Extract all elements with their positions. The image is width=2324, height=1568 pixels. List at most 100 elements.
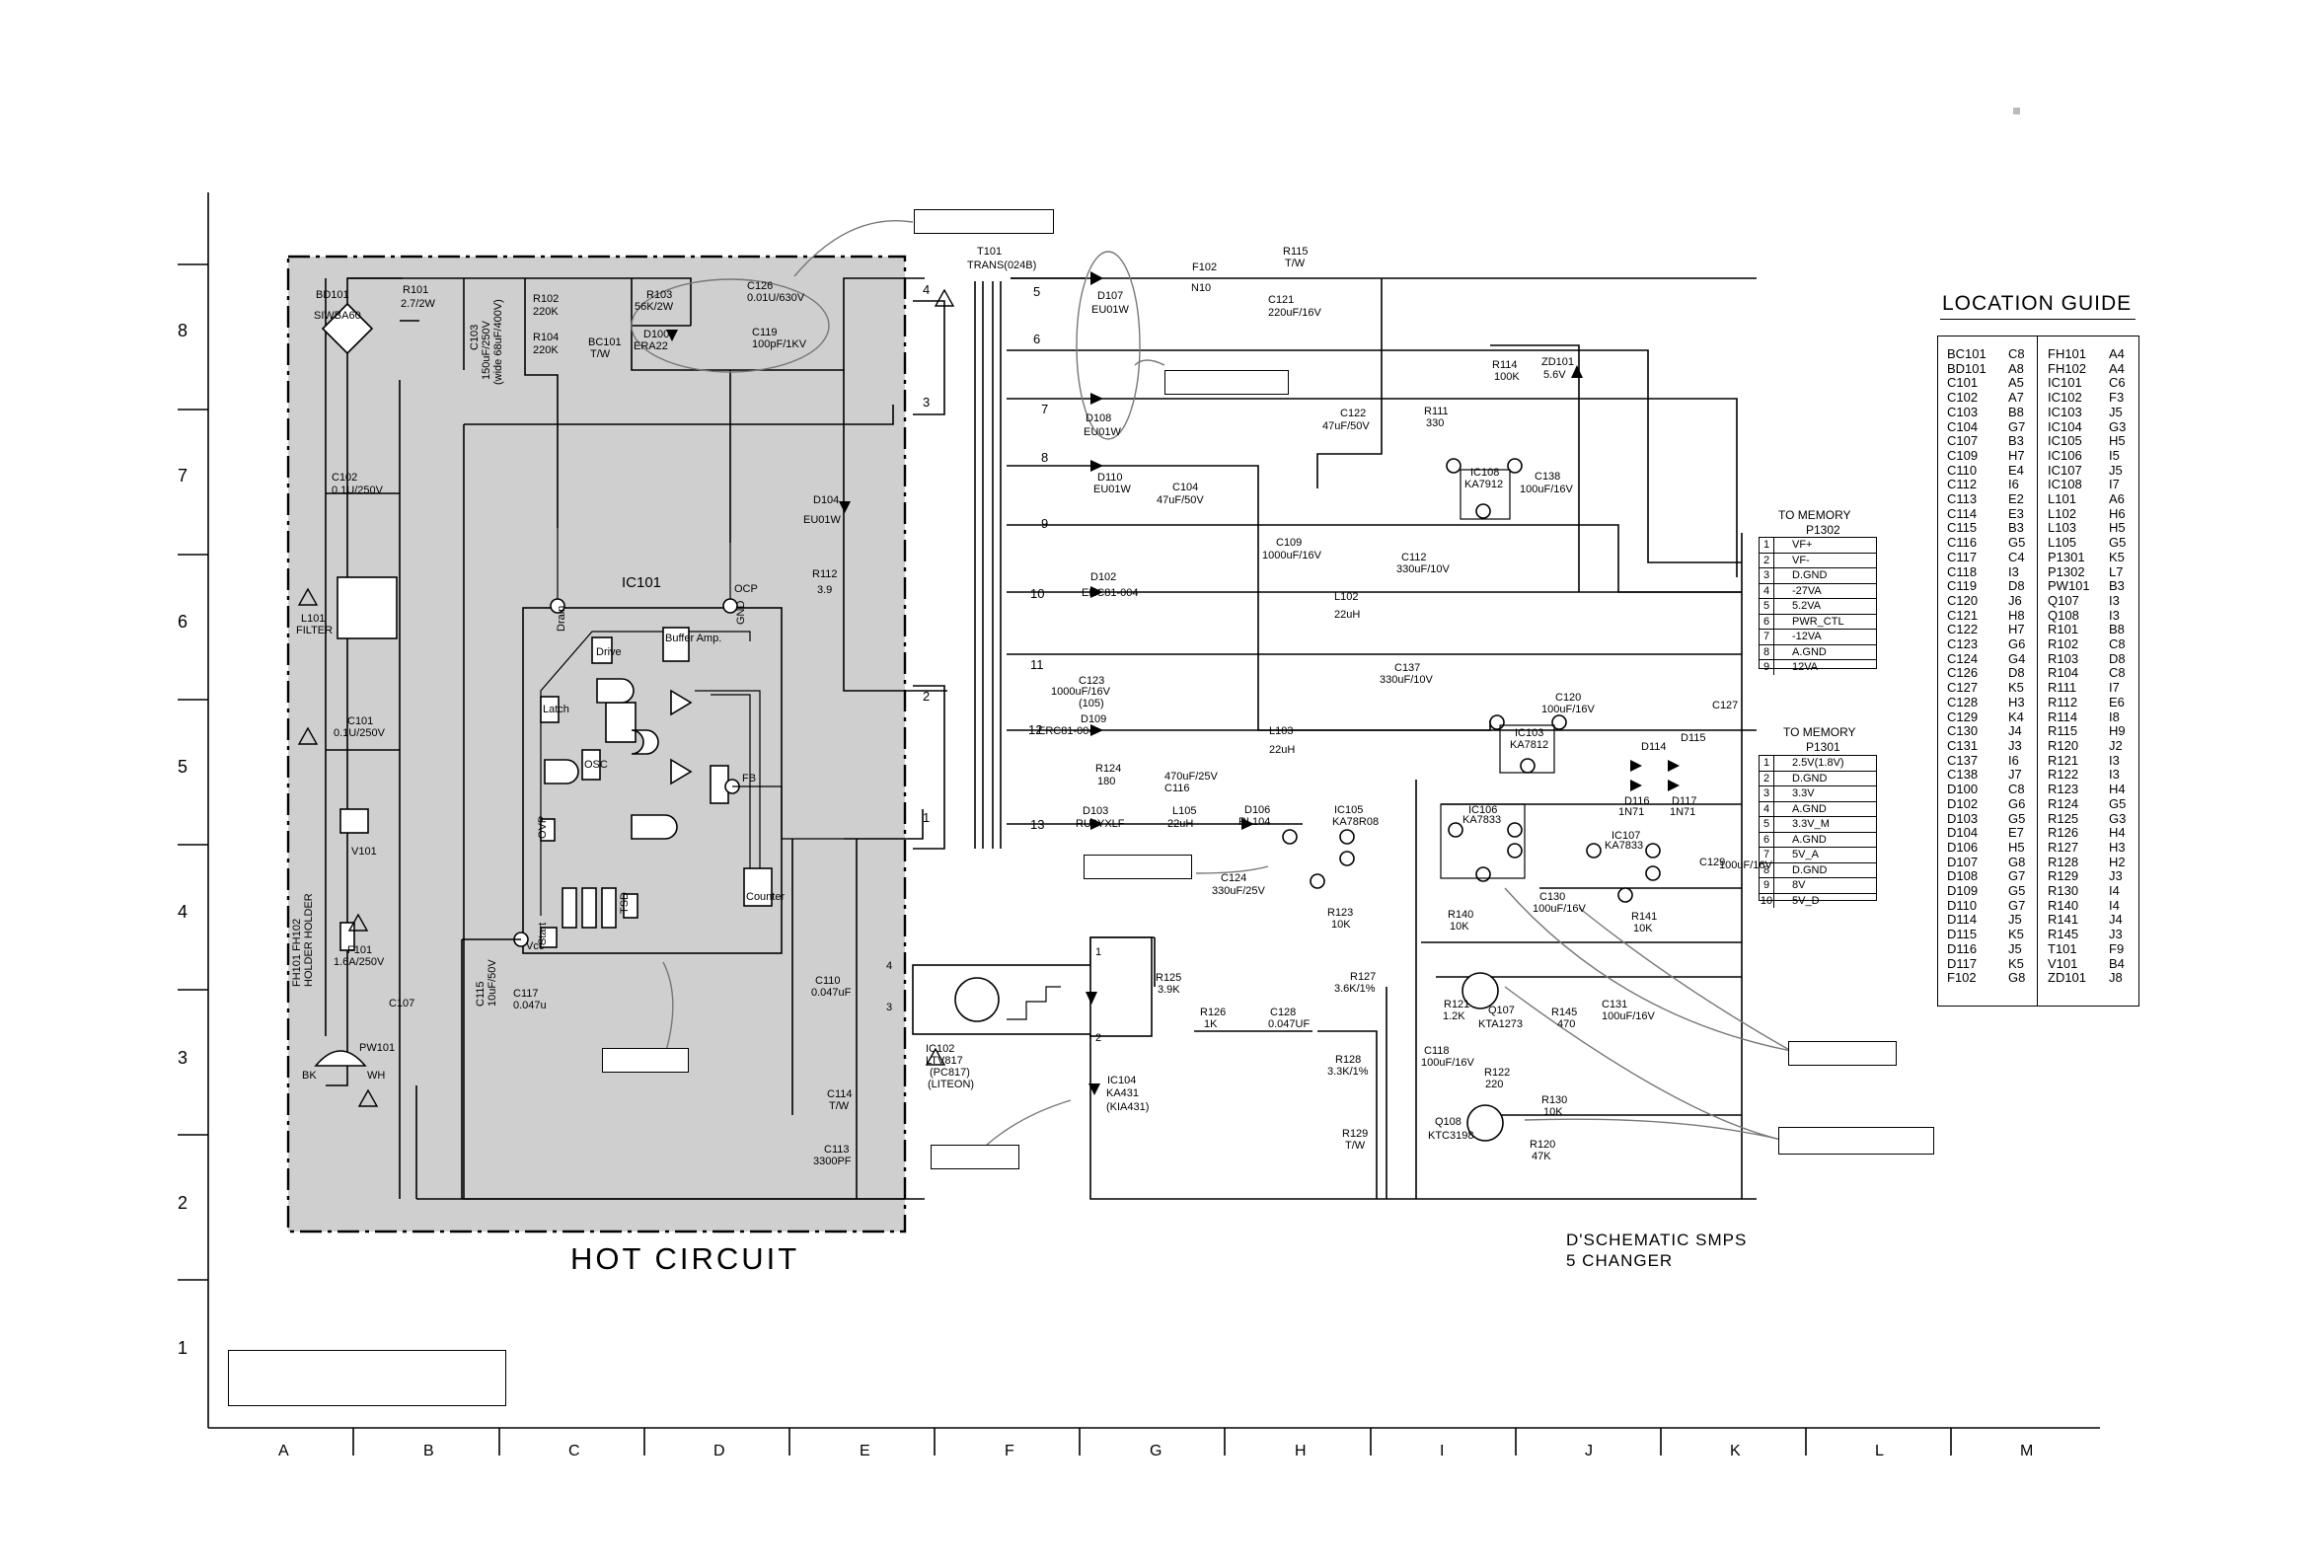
- location-guide-ref: D109: [1947, 883, 1979, 899]
- location-guide-ref: D114: [1947, 912, 1978, 928]
- label-t101-val: TRANS(024B): [967, 260, 1036, 271]
- label-c122-val: 47uF/50V: [1322, 420, 1370, 432]
- location-guide-ref: R111: [2048, 680, 2077, 696]
- location-guide-loc: J6: [2008, 592, 2022, 608]
- label-r129: R129: [1342, 1128, 1368, 1140]
- winding-5: 5: [1033, 284, 1040, 299]
- winding-11: 11: [1030, 657, 1044, 672]
- label-r103-val: 56K/2W: [635, 301, 674, 313]
- opto-led: [1086, 992, 1097, 1005]
- diode-d110: [1090, 460, 1103, 472]
- label-c113-val: 3300PF: [813, 1156, 852, 1167]
- connector-pin-number: 10: [1760, 893, 1774, 908]
- winding-2: 2: [923, 689, 930, 704]
- label-f102-val: N10: [1191, 282, 1211, 294]
- label-r126: R126: [1200, 1007, 1226, 1018]
- col-label-l: L: [1875, 1443, 1884, 1459]
- winding-6: 6: [1033, 332, 1040, 346]
- callout-arrow-9: [1524, 1118, 1782, 1141]
- component-labels: BD101 SIWBA60 R101 2.7/2W R102 220K R104…: [291, 246, 1772, 1167]
- location-guide-ref: C127: [1947, 680, 1979, 696]
- label-r128: R128: [1335, 1054, 1361, 1066]
- label-r111-val: 330: [1426, 417, 1444, 429]
- diode-d100: [666, 330, 678, 341]
- location-guide-ref: C101: [1947, 375, 1979, 391]
- winding-1: 1: [923, 810, 930, 825]
- label-r126-val: 1K: [1204, 1018, 1218, 1030]
- location-guide-ref: R122: [2048, 767, 2079, 783]
- location-guide-ref: F102: [1947, 970, 1977, 986]
- label-r130-val: 10K: [1543, 1106, 1563, 1118]
- label-c107: C107: [389, 998, 414, 1009]
- location-guide-ref: IC105: [2048, 433, 2082, 449]
- label-ic102-val: LTV817: [926, 1055, 963, 1067]
- label-ic101-drain: Drain: [556, 606, 567, 632]
- snubber-callout-ellipse: [631, 278, 830, 373]
- connector-pin-number: 1: [1760, 756, 1774, 771]
- location-guide-loc: H7: [2008, 447, 2025, 463]
- corner-mark: [2013, 108, 2020, 114]
- label-pw101: PW101: [359, 1042, 395, 1054]
- label-ic104: IC104: [1107, 1075, 1136, 1086]
- location-guide-ref: D108: [1947, 868, 1979, 884]
- callout-arrow-3: [662, 961, 674, 1052]
- label-c109-val: 1000uF/16V: [1262, 550, 1322, 561]
- label-r130: R130: [1541, 1094, 1567, 1106]
- label-ic103-val: KA7812: [1510, 739, 1548, 751]
- location-guide-ref: PW101: [2048, 578, 2090, 594]
- label-c110: C110: [815, 975, 840, 987]
- location-guide-loc: H3: [2109, 839, 2126, 855]
- location-guide-loc: G6: [2008, 795, 2026, 811]
- label-ic106: IC106: [1468, 804, 1497, 816]
- location-guide-loc: J3: [2109, 927, 2123, 942]
- col-label-d: D: [713, 1443, 725, 1459]
- location-guide-loc: K5: [2008, 680, 2024, 696]
- location-guide-ref: T101: [2048, 940, 2077, 956]
- location-guide-loc: A7: [2008, 390, 2024, 406]
- label-r129-val: T/W: [1345, 1140, 1366, 1152]
- p1302-name: P1302: [1806, 523, 1840, 537]
- location-guide-row: C127 K5: [1947, 680, 2038, 696]
- label-bd101-part: SIWBA60: [314, 310, 361, 322]
- location-guide-loc: I4: [2109, 897, 2120, 913]
- connector-pin-label: D.GND: [1792, 569, 1828, 581]
- winding6-bus: [1095, 349, 1742, 563]
- label-c122: C122: [1340, 408, 1366, 419]
- location-guide-ref: C124: [1947, 650, 1979, 666]
- connector-pin-number: 7: [1760, 630, 1774, 644]
- label-q107: Q107: [1488, 1005, 1515, 1016]
- location-guide-ref: IC106: [2048, 447, 2082, 463]
- connector-pin-label: D.GND: [1792, 772, 1828, 784]
- opto-phototransistor: [954, 977, 1000, 1022]
- ic101-tsd-block: [623, 893, 638, 919]
- location-guide-ref: IC102: [2048, 390, 2082, 406]
- ic101-fb-wire: [732, 785, 844, 840]
- col-label-m: M: [2020, 1443, 2034, 1459]
- connector-pin-label: A.GND: [1792, 645, 1827, 658]
- ic106-body: [1440, 803, 1526, 879]
- label-wh: WH: [367, 1070, 385, 1082]
- location-guide-ref: C103: [1947, 404, 1979, 419]
- label-r121: R121: [1444, 999, 1469, 1010]
